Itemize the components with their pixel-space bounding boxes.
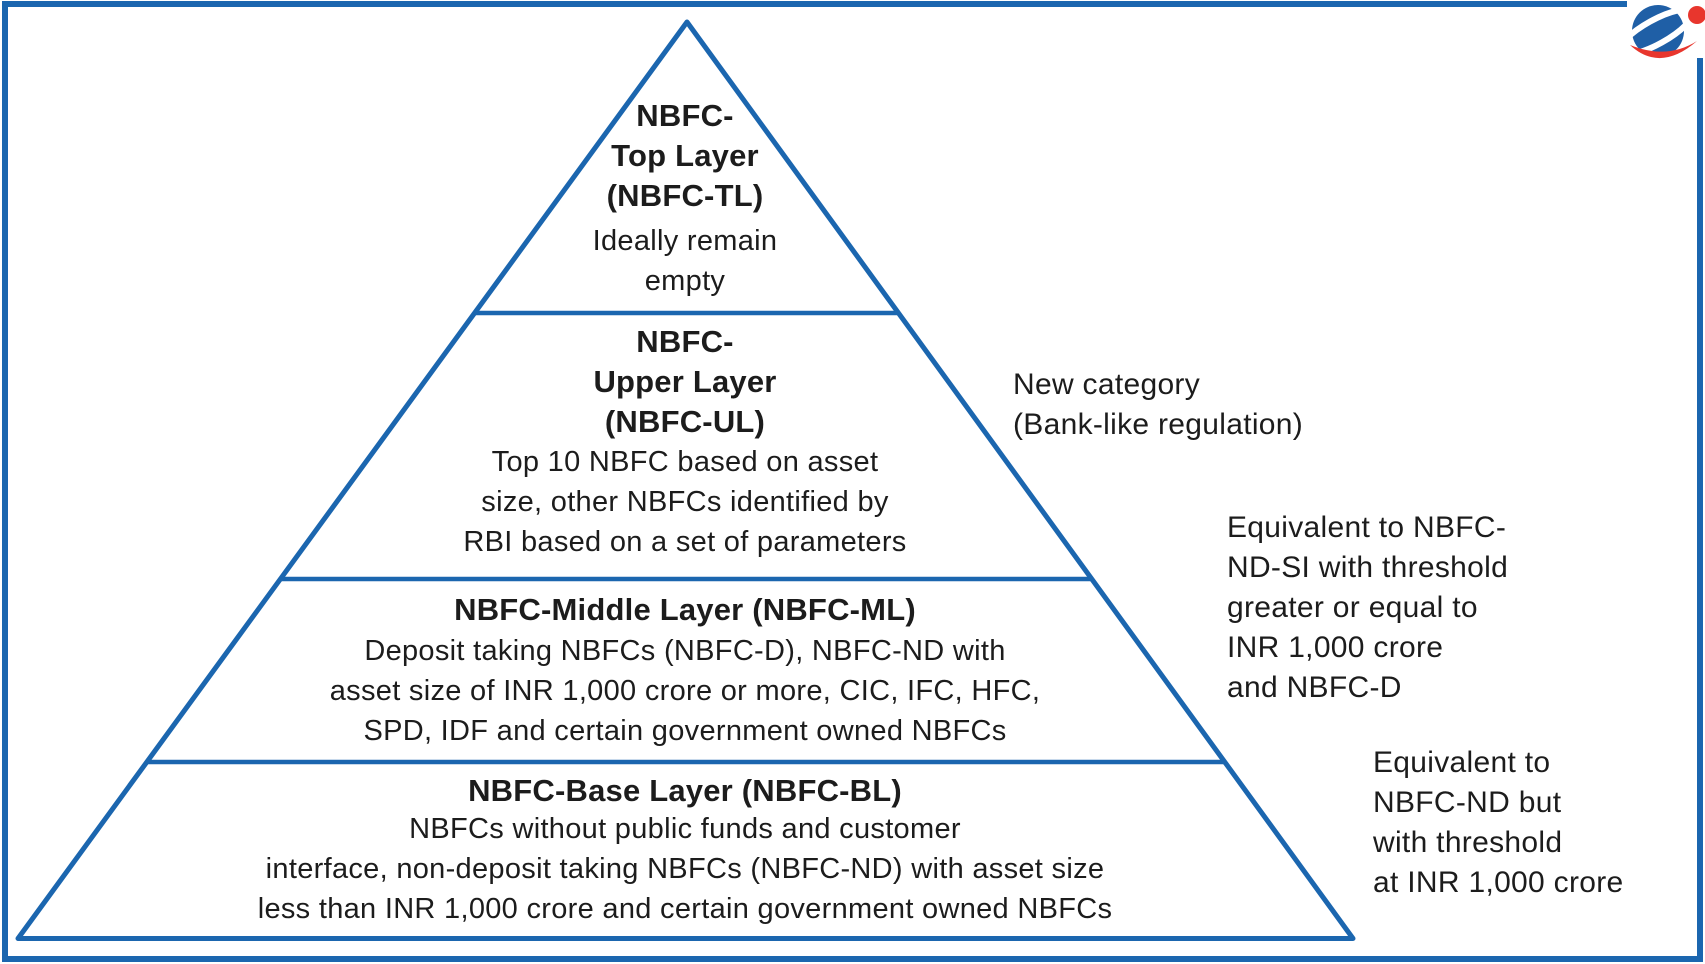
layer-base-body: NBFCs without public funds and customer … xyxy=(257,813,1113,925)
logo-ball xyxy=(1632,5,1684,57)
layer-base-title: NBFC-Base Layer (NBFC-BL) xyxy=(468,773,902,808)
pyramid-outline xyxy=(15,19,1356,941)
brand-logo-icon xyxy=(1616,5,1705,59)
layer-upper-title: NBFC- Upper Layer (NBFC-UL) xyxy=(593,324,777,439)
layer-top-title: NBFC- Top Layer (NBFC-TL) xyxy=(606,98,764,213)
logo-red-dot xyxy=(1688,6,1705,24)
layer-upper-body: Top 10 NBFC based on asset size, other N… xyxy=(463,446,907,558)
annotation-upper-layer: New category (Bank-like regulation) xyxy=(1013,368,1304,441)
layer-middle-title: NBFC-Middle Layer (NBFC-ML) xyxy=(454,592,916,627)
logo-red-crescent xyxy=(1630,41,1697,59)
annotation-base-layer: Equivalent to NBFC-ND but with threshold… xyxy=(1373,746,1624,899)
layer-top-body: Ideally remain empty xyxy=(592,225,778,297)
layer-middle-body: Deposit taking NBFCs (NBFC-D), NBFC-ND w… xyxy=(329,635,1041,747)
annotation-middle-layer: Equivalent to NBFC- ND-SI with threshold… xyxy=(1227,511,1509,704)
